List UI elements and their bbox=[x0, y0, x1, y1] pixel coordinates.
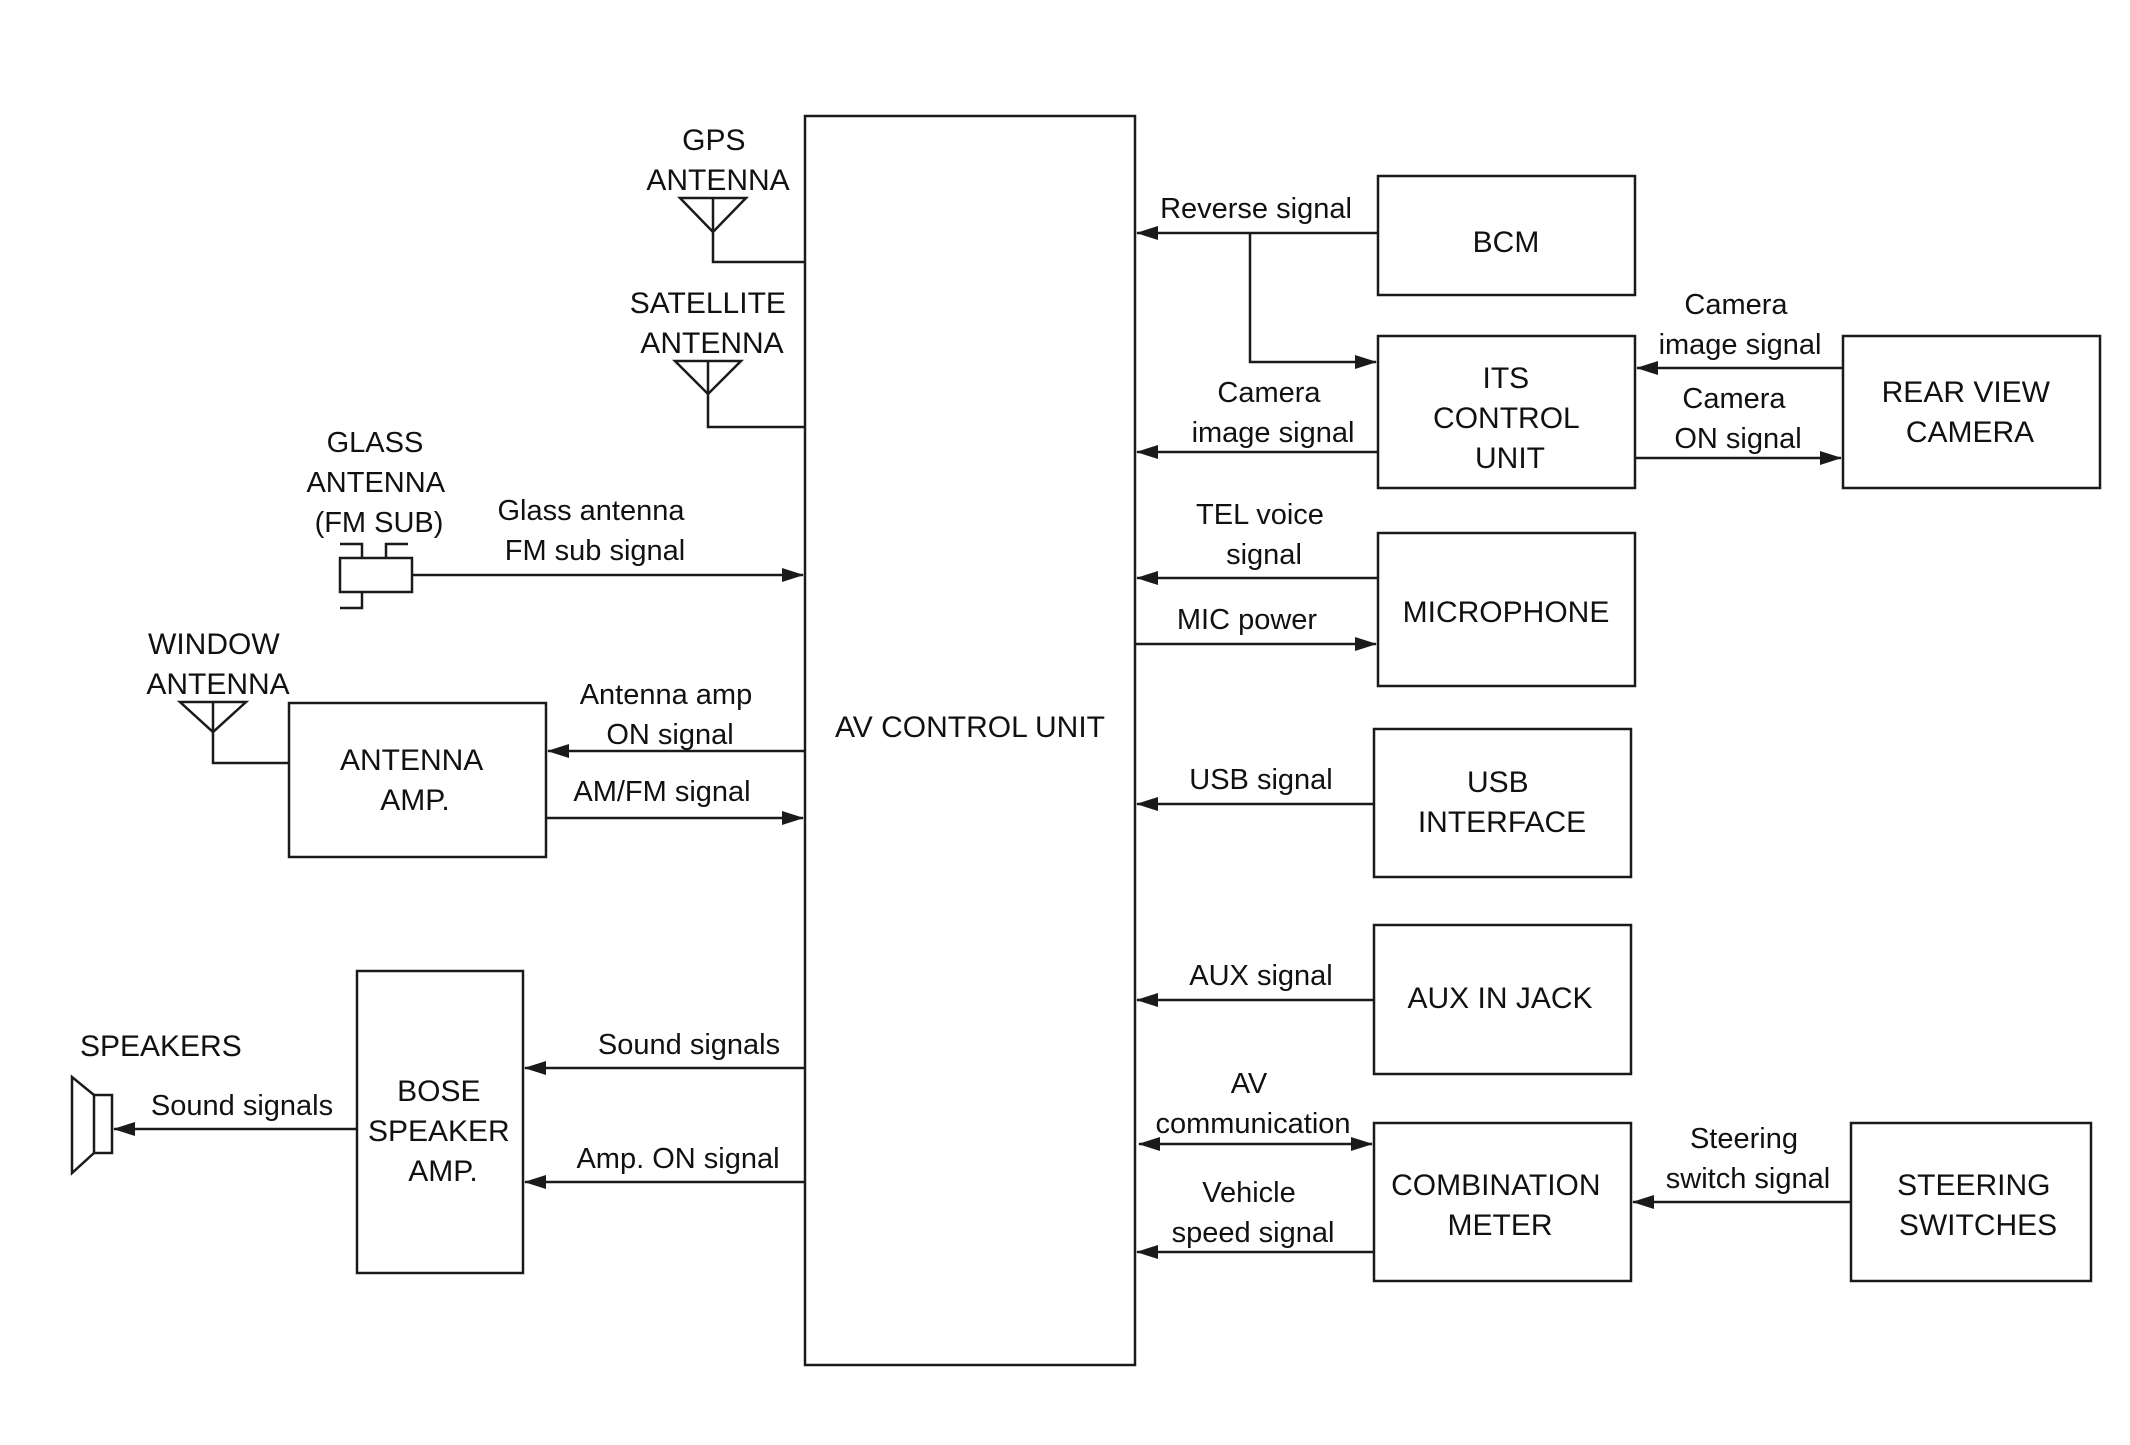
window-antenna-icon bbox=[176, 700, 289, 765]
bcm-block bbox=[1376, 174, 1637, 297]
antenna-amp-on-signal-label: Antenna amp ON signal bbox=[580, 679, 761, 751]
gps-antenna-label: GPS ANTENNA bbox=[646, 124, 789, 197]
reverse-signal-branch-line bbox=[1248, 233, 1377, 369]
satellite-antenna-icon bbox=[671, 359, 805, 429]
microphone-label: MICROPHONE bbox=[1403, 596, 1610, 629]
speaker-icon bbox=[70, 1074, 114, 1176]
mic-power-label: MIC power bbox=[1177, 604, 1318, 636]
combination-meter-block bbox=[1372, 1121, 1633, 1283]
av-control-unit-label: AV CONTROL UNIT bbox=[835, 711, 1105, 744]
rear-view-camera-block bbox=[1841, 334, 2102, 490]
glass-antenna-signal-label: Glass antenna FM sub signal bbox=[497, 495, 692, 567]
its-control-unit-block bbox=[1376, 334, 1637, 490]
usb-interface-label: USB INTERFACE bbox=[1418, 766, 1586, 839]
steering-switches-block bbox=[1849, 1121, 2093, 1283]
gps-antenna-icon bbox=[677, 196, 805, 264]
aux-in-jack-label: AUX IN JACK bbox=[1407, 982, 1592, 1015]
usb-interface-block bbox=[1372, 727, 1633, 879]
av-control-unit-block bbox=[803, 114, 1137, 1367]
steering-switches-label: STEERING SWITCHES bbox=[1897, 1169, 2059, 1242]
rear-view-camera-label: REAR VIEW CAMERA bbox=[1882, 376, 2059, 449]
av-communication-label: AV communication bbox=[1155, 1068, 1350, 1140]
window-antenna-label: WINDOW ANTENNA bbox=[146, 628, 289, 701]
vehicle-speed-signal-label: Vehicle speed signal bbox=[1172, 1177, 1335, 1249]
sound-signals-to-speakers-label: Sound signals bbox=[151, 1090, 333, 1122]
speakers-label: SPEAKERS bbox=[80, 1030, 242, 1063]
aux-signal-label: AUX signal bbox=[1189, 960, 1332, 992]
bcm-label: BCM bbox=[1473, 226, 1540, 259]
aux-in-jack-block bbox=[1372, 923, 1633, 1076]
camera-on-signal-label: Camera ON signal bbox=[1674, 383, 1801, 455]
sound-signals-to-bose-label: Sound signals bbox=[598, 1029, 780, 1061]
satellite-antenna-label: SATELLITE ANTENNA bbox=[630, 287, 795, 360]
glass-antenna-icon bbox=[338, 542, 414, 610]
its-control-unit-label: ITS CONTROL UNIT bbox=[1433, 362, 1587, 475]
microphone-block bbox=[1376, 531, 1637, 688]
antenna-amp-block bbox=[287, 701, 548, 859]
usb-signal-label: USB signal bbox=[1189, 764, 1332, 796]
combination-meter-label: COMBINATION METER bbox=[1391, 1169, 1609, 1242]
tel-voice-signal-label: TEL voice signal bbox=[1196, 499, 1332, 571]
camera-image-from-camera-label: Camera image signal bbox=[1659, 289, 1822, 361]
reverse-signal-label: Reverse signal bbox=[1160, 193, 1352, 225]
antenna-amp-label: ANTENNA AMP. bbox=[340, 744, 490, 817]
camera-image-to-av-label: Camera image signal bbox=[1192, 377, 1355, 449]
bose-speaker-amp-block bbox=[355, 969, 525, 1275]
amp-on-signal-label: Amp. ON signal bbox=[576, 1143, 779, 1175]
steering-switch-signal-label: Steering switch signal bbox=[1666, 1123, 1830, 1195]
glass-antenna-label: GLASS ANTENNA (FM SUB) bbox=[306, 427, 451, 539]
bose-speaker-amp-label: BOSE SPEAKER AMP. bbox=[368, 1075, 518, 1188]
am-fm-signal-label: AM/FM signal bbox=[573, 776, 750, 808]
